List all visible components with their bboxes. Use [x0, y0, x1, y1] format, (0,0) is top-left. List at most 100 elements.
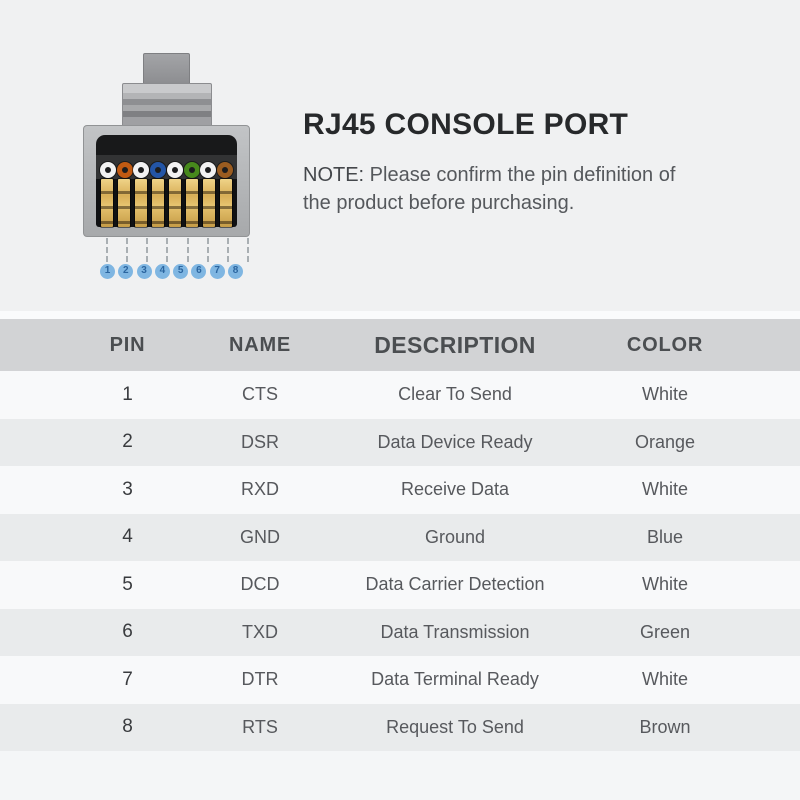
pin-lead-lines [95, 238, 259, 262]
pin-lead-line [106, 238, 108, 262]
wire-color-row [96, 162, 237, 178]
table-row-6: 6 TXD Data Transmission Green [0, 608, 800, 656]
pin-number-badge-6: 6 [191, 263, 207, 279]
cell-color: Brown [639, 716, 691, 737]
cell-pin: 6 [122, 621, 133, 643]
pin-number-badge-4: 4 [154, 263, 170, 279]
wire-core-dot [105, 167, 111, 173]
cell-description: Data Terminal Ready [371, 669, 539, 690]
table-row-3: 3 RXD Receive Data White [0, 466, 800, 514]
table-row-2: 2 DSR Data Device Ready Orange [0, 418, 800, 466]
connector-latch-base [122, 83, 212, 129]
cell-name: DCD [240, 574, 280, 595]
cell-description: Data Device Ready [377, 431, 533, 452]
note-body: Please confirm the pin definition of the… [303, 164, 676, 215]
pin-number-badge-7: 7 [209, 263, 225, 279]
note-label: NOTE: [303, 164, 365, 186]
cell-name: GND [240, 526, 280, 547]
cell-color: Orange [634, 431, 696, 452]
pin-number-badge-5: 5 [173, 263, 189, 279]
wire-color-indicator-8 [216, 162, 233, 178]
cell-pin: 3 [122, 478, 133, 500]
rj45-connector-illustration: 1 2 3 4 5 6 7 8 [62, 45, 262, 295]
header-description: DESCRIPTION [374, 331, 536, 358]
cell-description: Receive Data [400, 479, 510, 500]
cell-name: CTS [242, 384, 278, 405]
table-row-8: 8 RTS Request To Send Brown [0, 703, 800, 751]
cell-color: Blue [646, 526, 684, 547]
pinout-table: PIN NAME DESCRIPTION COLOR 1 CTS Clear T… [0, 319, 800, 751]
pin-lead-line [186, 238, 189, 262]
table-header-row: PIN NAME DESCRIPTION COLOR [0, 319, 800, 371]
cell-description: Data Transmission [380, 621, 530, 642]
gold-contact-row [96, 179, 237, 227]
pin-lead-line [246, 238, 249, 262]
pin-number-badge-8: 8 [227, 263, 243, 279]
wire-core-dot [188, 167, 195, 173]
hero-section: 1 2 3 4 5 6 7 8 RJ45 CONSOLE PORT NOTE: … [0, 0, 800, 311]
wire-core-dot [138, 167, 145, 173]
cell-pin: 5 [122, 573, 133, 595]
header-pin: PIN [109, 333, 146, 356]
gold-pin-8 [220, 179, 232, 227]
cell-pin: 1 [122, 383, 133, 405]
wire-core-dot [205, 167, 212, 173]
gold-pin-5 [169, 179, 181, 227]
cell-color: White [641, 384, 688, 405]
header-name: NAME [228, 333, 292, 356]
gold-pin-6 [186, 179, 198, 227]
cell-description: Request To Send [386, 716, 524, 737]
cell-color: Green [639, 621, 691, 642]
gold-pin-4 [152, 179, 164, 227]
pin-number-badge-2: 2 [118, 263, 134, 279]
connector-cavity [96, 135, 237, 227]
cell-name: TXD [242, 621, 278, 642]
footer-space [0, 751, 800, 800]
cell-name: RXD [240, 479, 279, 500]
pin-lead-line [226, 238, 229, 262]
wire-color-indicator-1 [100, 162, 116, 178]
pin-number-row: 1 2 3 4 5 6 7 8 [100, 263, 243, 279]
pin-number-badge-1: 1 [100, 263, 115, 279]
cell-description: Clear To Send [398, 384, 512, 405]
pin-lead-line [146, 238, 149, 262]
table-row-5: 5 DCD Data Carrier Detection White [0, 561, 800, 609]
cell-pin: 2 [122, 431, 133, 453]
cell-pin: 7 [122, 668, 133, 690]
gold-pin-3 [135, 179, 147, 227]
cell-pin: 8 [122, 716, 133, 738]
pin-number-badge-3: 3 [136, 263, 152, 279]
table-row-7: 7 DTR Data Terminal Ready White [0, 656, 800, 704]
wire-core-dot [155, 167, 162, 173]
note-text: NOTE: Please confirm the pin definition … [303, 161, 703, 218]
gold-pin-1 [101, 179, 113, 227]
connector-body [83, 125, 250, 237]
cell-color: White [641, 574, 688, 595]
table-row-4: 4 GND Ground Blue [0, 513, 800, 561]
pin-lead-line [206, 238, 209, 262]
connector-latch-tab [143, 53, 190, 87]
pin-lead-line [166, 238, 169, 262]
cell-description: Data Carrier Detection [365, 574, 545, 595]
page-title: RJ45 CONSOLE PORT [303, 108, 629, 141]
gold-pin-7 [203, 179, 215, 227]
cell-color: White [641, 479, 688, 500]
cell-name: DTR [241, 669, 279, 690]
cell-description: Ground [424, 526, 486, 547]
pin-lead-line [126, 238, 129, 262]
cell-pin: 4 [122, 526, 133, 548]
wire-core-dot [171, 167, 178, 173]
cell-name: RTS [242, 716, 278, 737]
wire-color-indicator-4 [150, 162, 167, 178]
section-divider [0, 311, 800, 319]
wire-color-indicator-5 [166, 162, 183, 178]
gold-pin-2 [118, 179, 130, 227]
header-color: COLOR [626, 333, 704, 356]
wire-core-dot [121, 167, 128, 173]
table-row-1: 1 CTS Clear To Send White [0, 371, 800, 419]
wire-color-indicator-6 [183, 162, 200, 178]
cell-name: DSR [240, 431, 279, 452]
wire-core-dot [221, 167, 228, 173]
cell-color: White [641, 669, 688, 690]
